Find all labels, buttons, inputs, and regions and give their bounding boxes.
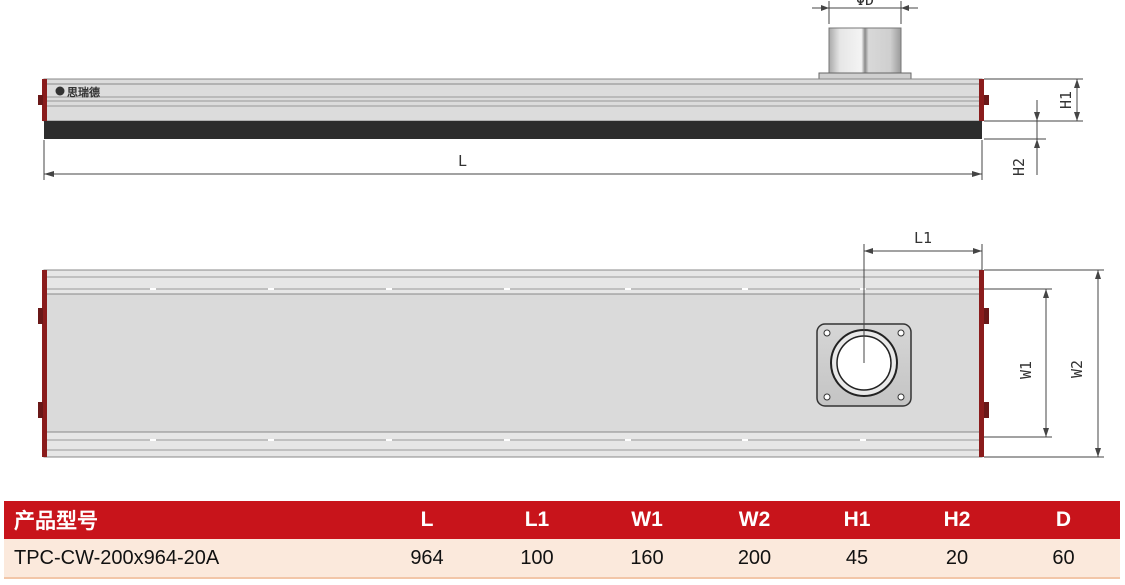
side-base-strip [44, 121, 982, 139]
cell-w1: 160 [592, 539, 702, 579]
header-model: 产品型号 [4, 501, 372, 539]
cell-w2: 200 [702, 539, 807, 579]
dim-label-w2: W2 [1068, 360, 1086, 378]
header-l: L [372, 501, 482, 539]
cell-l1: 100 [482, 539, 592, 579]
bolt-hole [823, 393, 831, 401]
dim-label-w1: W1 [1017, 361, 1035, 379]
dim-label-d: ΦD [856, 0, 874, 9]
left-end-cap [42, 79, 47, 121]
cell-h1: 45 [807, 539, 907, 579]
top-left-end-cap [42, 270, 47, 457]
cell-h2: 20 [907, 539, 1007, 579]
top-view: L1 W1 W2 [38, 229, 1104, 458]
side-body [43, 78, 983, 122]
side-view: 思瑞德 ΦD L H1 H2 [38, 0, 1083, 180]
brand-logo-text: 思瑞德 [67, 85, 100, 99]
spec-table: 产品型号 L L1 W1 W2 H1 H2 D TPC-CW-200x964-2… [4, 501, 1120, 579]
top-right-end-cap [979, 270, 984, 457]
dim-label-h2: H2 [1010, 158, 1028, 176]
header-d: D [1007, 501, 1120, 539]
dim-label-l: L [458, 152, 467, 170]
table-header-row: 产品型号 L L1 W1 W2 H1 H2 D [4, 501, 1120, 539]
header-h1: H1 [807, 501, 907, 539]
right-end-cap [979, 79, 984, 121]
header-h2: H2 [907, 501, 1007, 539]
bolt-hole [897, 393, 905, 401]
header-l1: L1 [482, 501, 592, 539]
outlet-cylinder [828, 27, 902, 75]
outlet-flange [818, 72, 912, 80]
header-w2: W2 [702, 501, 807, 539]
dim-label-h1: H1 [1057, 91, 1075, 109]
technical-drawing: 思瑞德 ΦD L H1 H2 [38, 0, 1104, 458]
header-w1: W1 [592, 501, 702, 539]
cell-model: TPC-CW-200x964-20A [4, 539, 372, 579]
cell-l: 964 [372, 539, 482, 579]
bolt-hole [823, 329, 831, 337]
cell-d: 60 [1007, 539, 1120, 579]
logo-icon [55, 86, 65, 96]
table-row: TPC-CW-200x964-20A 964 100 160 200 45 20… [4, 539, 1120, 579]
bolt-hole [897, 329, 905, 337]
dim-label-l1: L1 [914, 229, 932, 247]
